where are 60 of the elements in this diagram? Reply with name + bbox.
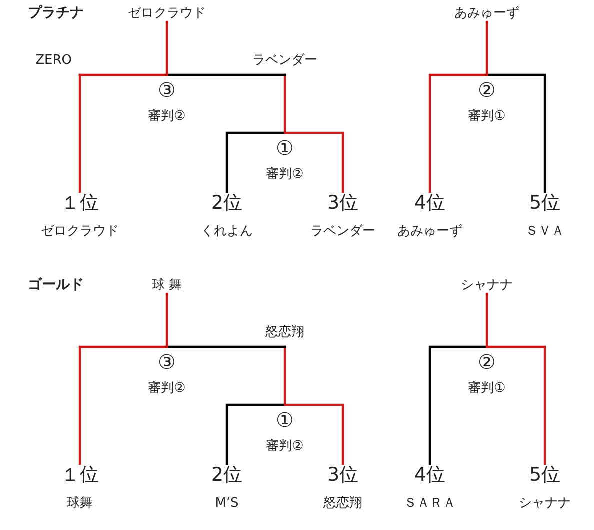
bracket-line — [284, 346, 286, 406]
team-name: くれよん — [201, 224, 253, 240]
team-name: あみゅーず — [398, 224, 462, 240]
referee-label: 審判① — [468, 109, 506, 125]
referee-label: 審判② — [148, 109, 186, 125]
team-name: 球舞 — [67, 496, 93, 512]
match-number: ③ — [158, 351, 176, 373]
bracket-line — [166, 346, 286, 348]
team-name: 怒恋翔 — [266, 325, 304, 341]
team-name: ZERO — [36, 53, 72, 69]
bracket-line — [78, 346, 168, 466]
team-name: ラベンダー — [310, 224, 376, 240]
bracket-line — [486, 74, 546, 194]
team-name: ゼロクラウド — [41, 224, 119, 240]
section-heading: プラチナ — [28, 5, 84, 22]
bracket-line — [284, 132, 344, 194]
match-number: ② — [478, 351, 496, 373]
rank-label: １位 — [61, 192, 99, 214]
bracket-line — [284, 74, 286, 134]
team-name: シャナナ — [519, 496, 571, 512]
rank-label: 3位 — [327, 464, 359, 486]
winner-name: ゼロクラウド — [128, 6, 206, 22]
bracket-line — [428, 346, 488, 466]
bracket-line — [226, 132, 286, 194]
team-name: M’S — [215, 496, 239, 512]
rank-label: 3位 — [327, 192, 359, 214]
bracket-line — [226, 404, 286, 466]
bracket-line — [166, 74, 286, 76]
team-name: 怒恋翔 — [324, 496, 362, 512]
referee-label: 審判② — [266, 439, 304, 455]
referee-label: 審判① — [468, 381, 506, 397]
match-number: ① — [276, 137, 294, 159]
rank-label: 4位 — [414, 464, 446, 486]
referee-label: 審判② — [266, 167, 304, 183]
winner-name: あみゅーず — [454, 6, 520, 22]
bracket-line — [166, 20, 168, 76]
bracket-line — [486, 346, 546, 466]
bracket-line — [78, 74, 82, 194]
team-name: ラベンダー — [252, 53, 318, 69]
match-number: ③ — [158, 79, 176, 101]
match-number: ① — [276, 409, 294, 431]
referee-label: 審判② — [148, 381, 186, 397]
winner-name: 球 舞 — [152, 278, 182, 294]
bracket-line — [486, 20, 488, 76]
bracket-line — [166, 292, 168, 348]
rank-label: １位 — [61, 464, 99, 486]
rank-label: 5位 — [529, 464, 561, 486]
rank-label: 2位 — [211, 192, 243, 214]
match-number: ② — [478, 79, 496, 101]
team-name: ＳＶＡ — [526, 224, 564, 240]
team-name: ＳＡＲＡ — [404, 496, 456, 512]
bracket-line — [284, 404, 344, 466]
rank-label: 4位 — [414, 192, 446, 214]
rank-label: 2位 — [211, 464, 243, 486]
section-heading: ゴールド — [28, 277, 84, 294]
winner-name: シャナナ — [461, 278, 513, 294]
bracket-line — [486, 292, 488, 348]
bracket-line — [428, 74, 488, 194]
rank-label: 5位 — [529, 192, 561, 214]
bracket-line — [78, 74, 168, 76]
